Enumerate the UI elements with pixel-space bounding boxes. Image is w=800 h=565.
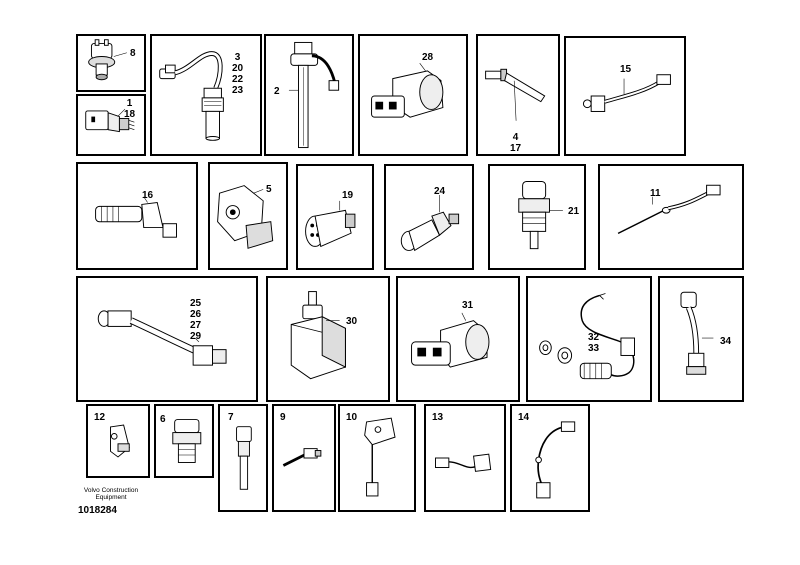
pressure-sensor-4pin-icon — [305, 200, 356, 248]
speed-sensor-icon — [110, 424, 130, 458]
part-cell-32-33[interactable]: 32 33 — [526, 276, 652, 402]
angled-probe-icon — [282, 448, 322, 467]
throttle-position-sensor-icon — [217, 185, 274, 249]
part-cell-24[interactable]: 24 — [384, 164, 474, 270]
part-cell-4-17[interactable]: 4 17 — [476, 34, 560, 156]
part-number-30: 30 — [346, 316, 358, 327]
part-cell-25-26-27-29[interactable]: 25 26 27 29 — [76, 276, 258, 402]
part-number-34: 34 — [720, 336, 732, 347]
oil-pressure-sensor-icon — [400, 195, 460, 252]
solenoid-valve-icon — [290, 291, 346, 380]
part-cell-13[interactable]: 13 — [424, 404, 506, 512]
document-id: 1018284 — [78, 505, 117, 516]
part-number-7: 7 — [228, 412, 234, 423]
part-cell-12[interactable]: 12 — [86, 404, 150, 478]
temperature-sensor-cable-icon — [159, 51, 224, 141]
part-cell-5[interactable]: 5 — [208, 162, 288, 270]
part-number-25-26-27-29: 25 26 27 29 — [190, 298, 202, 342]
part-cell-21[interactable]: 21 — [488, 164, 586, 270]
temperature-probe-icon — [485, 68, 546, 121]
part-cell-7[interactable]: 7 — [218, 404, 268, 512]
part-cell-3-20-22-23[interactable]: 3 20 22 23 — [150, 34, 262, 156]
part-number-32-33: 32 33 — [588, 332, 600, 354]
probe-sensor-harness-icon — [617, 184, 721, 235]
part-cell-15[interactable]: 15 — [564, 36, 686, 156]
part-cell-28[interactable]: 28 — [358, 34, 468, 156]
sensor-with-harness-icon — [582, 74, 671, 112]
part-number-8: 8 — [130, 48, 136, 59]
part-number-12: 12 — [94, 412, 106, 423]
part-number-2: 2 — [274, 86, 280, 97]
part-cell-14[interactable]: 14 — [510, 404, 590, 512]
part-number-24: 24 — [434, 186, 446, 197]
pressure-sensor-connector-icon — [371, 63, 444, 118]
part-cell-1-18[interactable]: 1 18 — [76, 94, 146, 156]
part-number-16: 16 — [142, 190, 154, 201]
level-sensor-icon — [288, 41, 340, 149]
angled-connector-sensor-icon — [680, 291, 714, 375]
connector-sensor-icon — [411, 312, 490, 368]
part-number-21: 21 — [568, 206, 580, 217]
part-cell-6[interactable]: 6 — [154, 404, 214, 478]
wheel-speed-sensor-icon — [535, 421, 576, 499]
harness-sensor-icon — [435, 453, 492, 472]
part-cell-9[interactable]: 9 — [272, 404, 336, 512]
part-number-9: 9 — [280, 412, 286, 423]
crank-sensor-icon — [364, 417, 396, 497]
part-cell-8[interactable]: 8 — [76, 34, 146, 92]
part-number-4-17: 4 17 — [510, 132, 522, 154]
part-cell-2[interactable]: 2 — [264, 34, 354, 156]
part-number-31: 31 — [462, 300, 474, 311]
part-number-11: 11 — [650, 188, 661, 199]
temperature-sender-icon — [518, 181, 563, 250]
part-number-10: 10 — [346, 412, 358, 423]
part-cell-11[interactable]: 11 — [598, 164, 744, 270]
part-number-28: 28 — [422, 52, 434, 63]
part-cell-10[interactable]: 10 — [338, 404, 416, 512]
threaded-sensor-icon — [95, 196, 177, 238]
part-number-13: 13 — [432, 412, 444, 423]
part-number-6: 6 — [160, 414, 166, 425]
temperature-switch-icon — [85, 108, 135, 133]
part-number-5: 5 — [266, 184, 272, 195]
part-cell-30[interactable]: 30 — [266, 276, 390, 402]
part-number-19: 19 — [342, 190, 354, 201]
part-cell-34[interactable]: 34 — [658, 276, 744, 402]
part-number-14: 14 — [518, 412, 530, 423]
part-number-1-18: 1 18 — [124, 98, 136, 120]
pressure-switch-icon — [88, 39, 127, 81]
part-cell-16[interactable]: 16 — [76, 162, 198, 270]
part-number-3-20-22-23: 3 20 22 23 — [232, 52, 244, 96]
part-number-15: 15 — [620, 64, 632, 75]
rod-sensor-icon — [236, 426, 252, 490]
coolant-switch-icon — [172, 419, 202, 463]
cable-sensor-icon — [97, 310, 227, 366]
part-cell-19[interactable]: 19 — [296, 164, 374, 270]
sensor-kit-icon — [539, 293, 635, 380]
part-cell-31[interactable]: 31 — [396, 276, 520, 402]
